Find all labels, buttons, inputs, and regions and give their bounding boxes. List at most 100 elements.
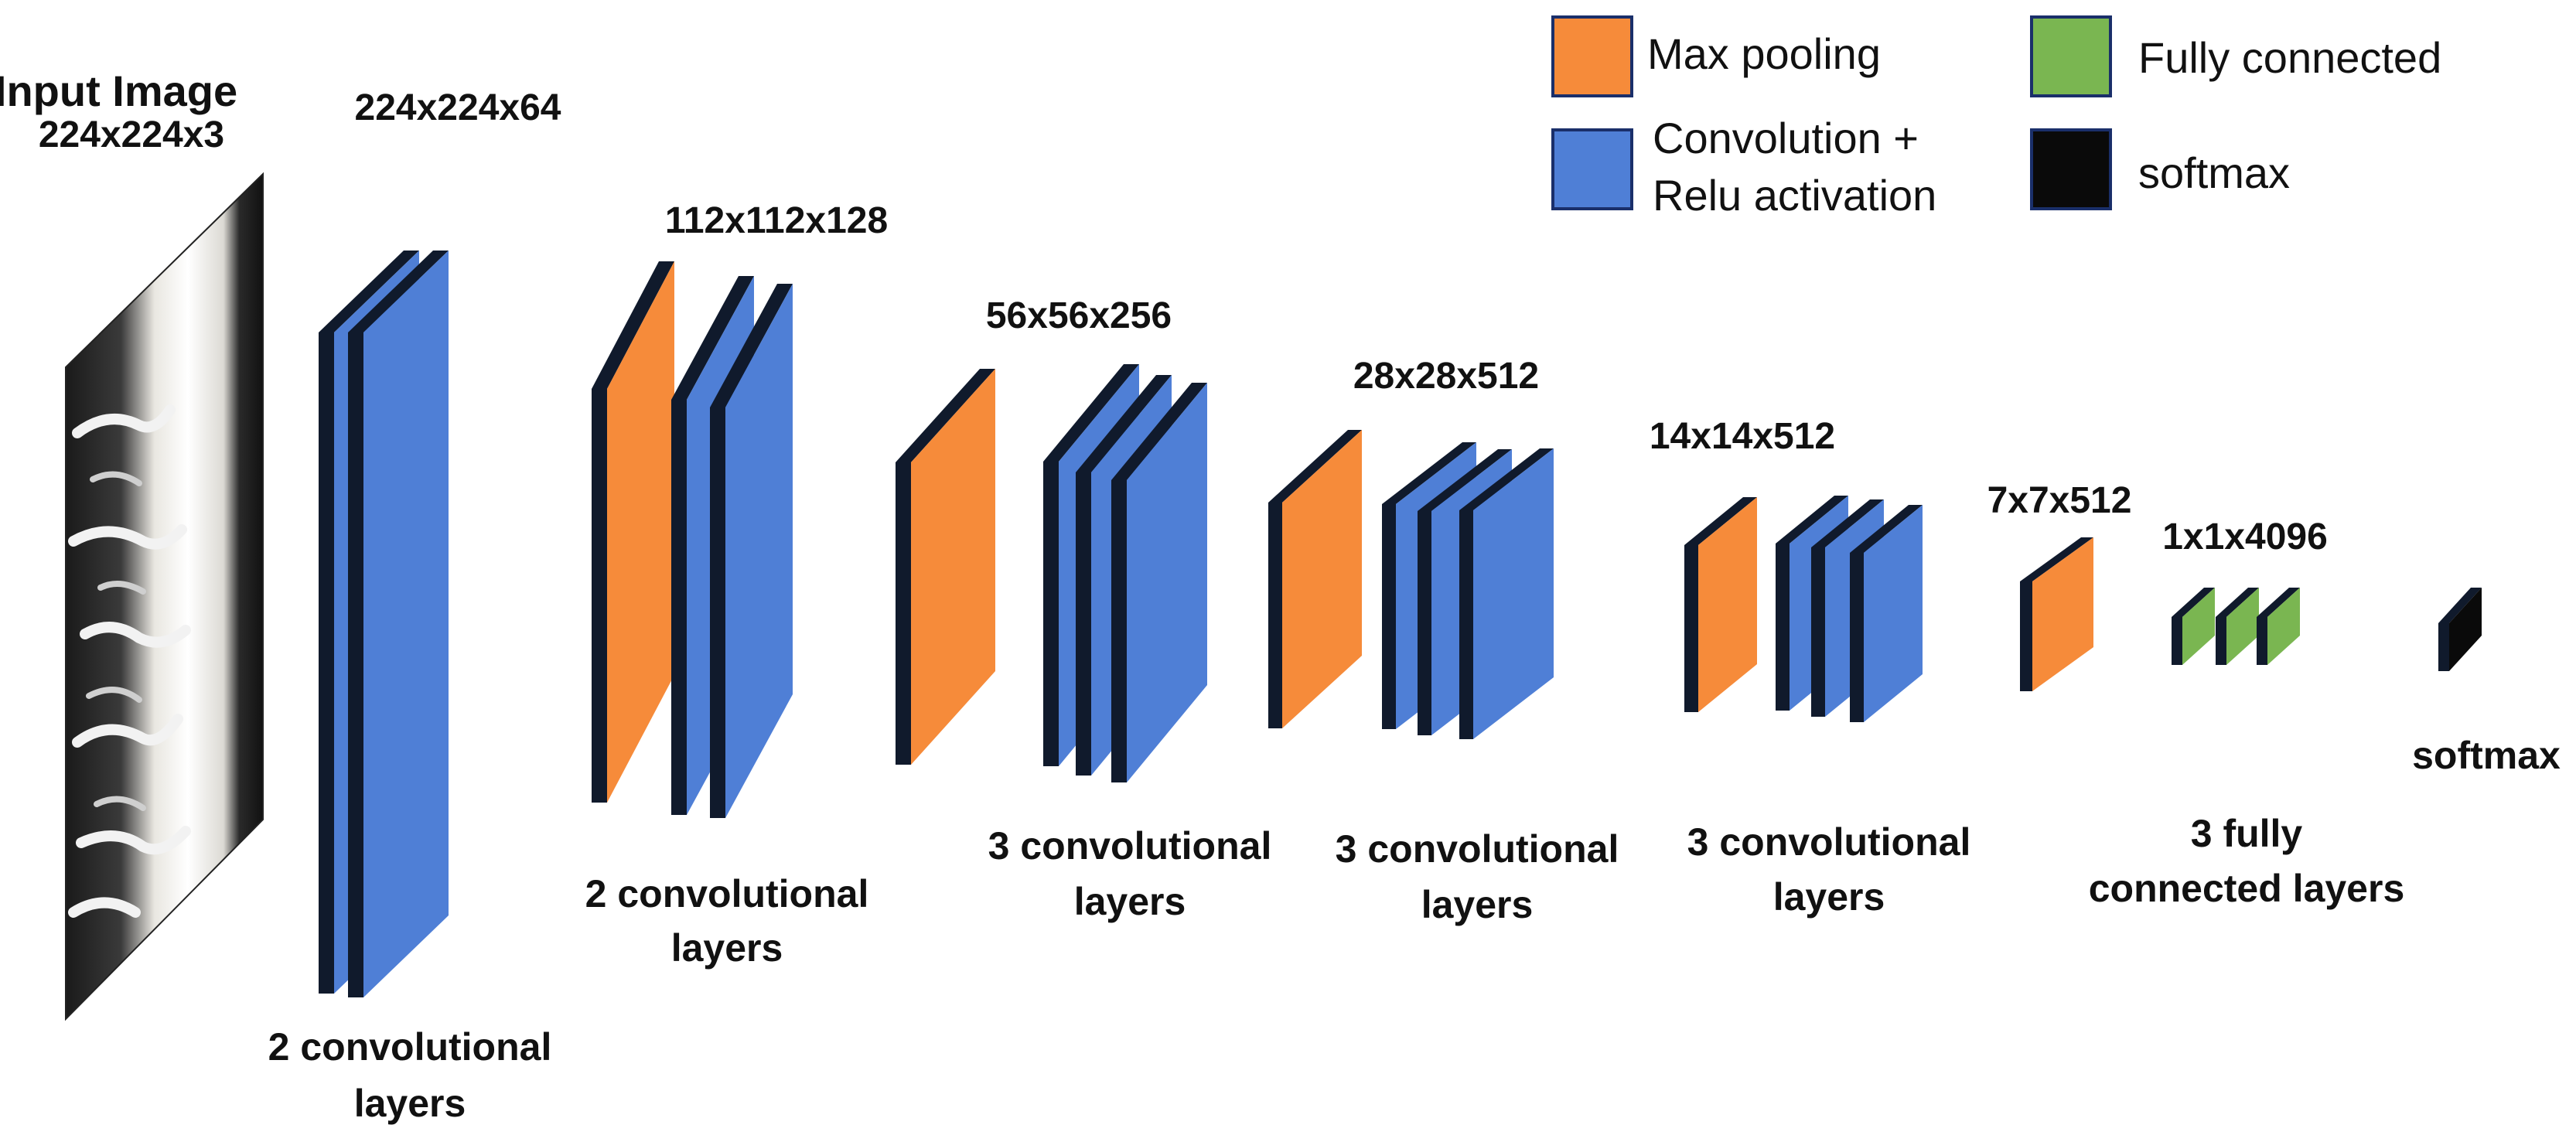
layer-top-edge bbox=[896, 369, 995, 462]
layer-top-edge bbox=[1850, 505, 1923, 553]
layer-side-edge bbox=[2020, 581, 2032, 691]
stage-7-caption-line1: 3 fully bbox=[2191, 812, 2303, 855]
layer-side-edge bbox=[1076, 472, 1091, 776]
layer-top-edge bbox=[1811, 499, 1884, 547]
legend-swatch-convolution bbox=[1551, 128, 1633, 210]
stage-1-caption-line1: 2 convolutional bbox=[268, 1025, 552, 1069]
layer-face bbox=[911, 369, 995, 765]
stage-4-caption-line2: layers bbox=[1421, 883, 1534, 926]
legend-label-convolution-line2: Relu activation bbox=[1653, 171, 1936, 220]
stage-5-dims: 14x14x512 bbox=[1650, 416, 1835, 457]
layer-side-edge bbox=[2257, 617, 2267, 665]
legend-label-fully-connected: Fully connected bbox=[2138, 33, 2441, 82]
stage-6-dims: 7x7x512 bbox=[1987, 480, 2132, 521]
stage-5-caption-line1: 3 convolutional bbox=[1687, 820, 1971, 864]
layer-top-edge bbox=[2257, 588, 2300, 617]
max-pool-layer bbox=[592, 261, 674, 803]
input-image-texture bbox=[68, 404, 191, 918]
layer-top-edge bbox=[1111, 383, 1207, 480]
layer-top-edge bbox=[1776, 496, 1848, 544]
layer-top-edge bbox=[2438, 588, 2482, 623]
max-pool-layer bbox=[2020, 537, 2093, 691]
layer-side-edge bbox=[348, 332, 363, 997]
conv-layer bbox=[710, 284, 793, 818]
layer-side-edge bbox=[671, 400, 687, 815]
layer-side-edge bbox=[2172, 617, 2182, 665]
layer-top-edge bbox=[1076, 375, 1172, 472]
layer-face bbox=[1127, 383, 1207, 782]
layer-top-edge bbox=[671, 276, 754, 400]
fc-layer bbox=[2216, 588, 2259, 665]
fc-layer bbox=[2257, 588, 2300, 665]
input-image-title: Input Image bbox=[0, 66, 237, 115]
layer-face bbox=[1698, 497, 1757, 712]
layer-side-edge bbox=[1776, 544, 1790, 711]
layer-side-edge bbox=[1111, 480, 1127, 782]
conv-layer bbox=[1111, 383, 1207, 782]
layer-side-edge bbox=[319, 332, 334, 994]
layer-face bbox=[607, 261, 674, 803]
layer-face bbox=[2449, 588, 2482, 671]
layer-blocks bbox=[319, 251, 2482, 997]
layer-top-edge bbox=[2172, 588, 2215, 617]
conv-layer bbox=[1459, 448, 1554, 739]
stage-4-dims: 28x28x512 bbox=[1353, 356, 1539, 397]
layer-side-edge bbox=[2438, 623, 2449, 671]
stage-1-dims: 224x224x64 bbox=[355, 87, 561, 128]
max-pool-layer bbox=[896, 369, 995, 765]
layer-side-edge bbox=[1811, 547, 1825, 717]
layer-top-edge bbox=[1268, 430, 1362, 503]
layer-side-edge bbox=[592, 389, 607, 803]
stage-7-caption-line2: connected layers bbox=[2089, 867, 2405, 910]
layer-face bbox=[2226, 588, 2259, 665]
stage-3-caption-line2: layers bbox=[1074, 880, 1186, 923]
fc-layer bbox=[2172, 588, 2215, 665]
layer-side-edge bbox=[1418, 511, 1431, 735]
stage-1-caption-line2: layers bbox=[354, 1082, 466, 1125]
stage-4-caption-line1: 3 convolutional bbox=[1336, 827, 1619, 871]
conv-layer bbox=[348, 251, 449, 997]
layer-face bbox=[363, 251, 449, 997]
input-image bbox=[65, 172, 264, 1021]
layer-top-edge bbox=[1459, 448, 1554, 510]
layer-top-edge bbox=[1382, 442, 1476, 504]
stage-5-caption-line2: layers bbox=[1773, 875, 1885, 919]
stage-3-caption-line1: 3 convolutional bbox=[988, 824, 1272, 868]
legend-swatch-softmax bbox=[2030, 128, 2112, 210]
stage-2-caption-line1: 2 convolutional bbox=[585, 872, 869, 915]
layer-top-edge bbox=[1043, 364, 1139, 462]
layer-top-edge bbox=[1418, 449, 1512, 511]
stage-7-dims: 1x1x4096 bbox=[2162, 516, 2328, 557]
layer-face bbox=[2267, 588, 2300, 665]
layer-side-edge bbox=[896, 462, 911, 765]
stage-8-caption: softmax bbox=[2412, 734, 2561, 777]
stage-3-dims: 56x56x256 bbox=[986, 295, 1172, 336]
layer-top-edge bbox=[710, 284, 793, 407]
layer-side-edge bbox=[1043, 462, 1059, 766]
legend-label-softmax: softmax bbox=[2138, 148, 2290, 197]
layer-face bbox=[725, 284, 793, 818]
max-pool-layer bbox=[1684, 497, 1757, 712]
legend-swatch-fully-connected bbox=[2030, 15, 2112, 97]
legend-label-max-pooling: Max pooling bbox=[1647, 29, 1881, 78]
layer-side-edge bbox=[1459, 510, 1473, 739]
legend: Max pooling Convolution + Relu activatio… bbox=[1551, 15, 2441, 220]
max-pool-layer bbox=[1268, 430, 1362, 728]
conv-layer bbox=[1850, 505, 1923, 722]
layer-top-edge bbox=[1684, 497, 1757, 545]
layer-top-edge bbox=[2216, 588, 2259, 617]
layer-side-edge bbox=[1382, 504, 1396, 729]
layer-side-edge bbox=[2216, 617, 2226, 665]
legend-swatch-max-pooling bbox=[1551, 15, 1633, 97]
layer-face bbox=[1473, 448, 1554, 739]
stage-2-caption-line2: layers bbox=[671, 926, 783, 970]
layer-top-edge bbox=[319, 251, 419, 332]
layer-face bbox=[2182, 588, 2215, 665]
layer-side-edge bbox=[710, 407, 725, 818]
layer-top-edge bbox=[348, 251, 449, 332]
softmax-layer bbox=[2438, 588, 2482, 671]
layer-side-edge bbox=[1850, 553, 1864, 722]
layer-side-edge bbox=[1684, 545, 1698, 712]
legend-label-convolution-line1: Convolution + bbox=[1653, 114, 1919, 162]
